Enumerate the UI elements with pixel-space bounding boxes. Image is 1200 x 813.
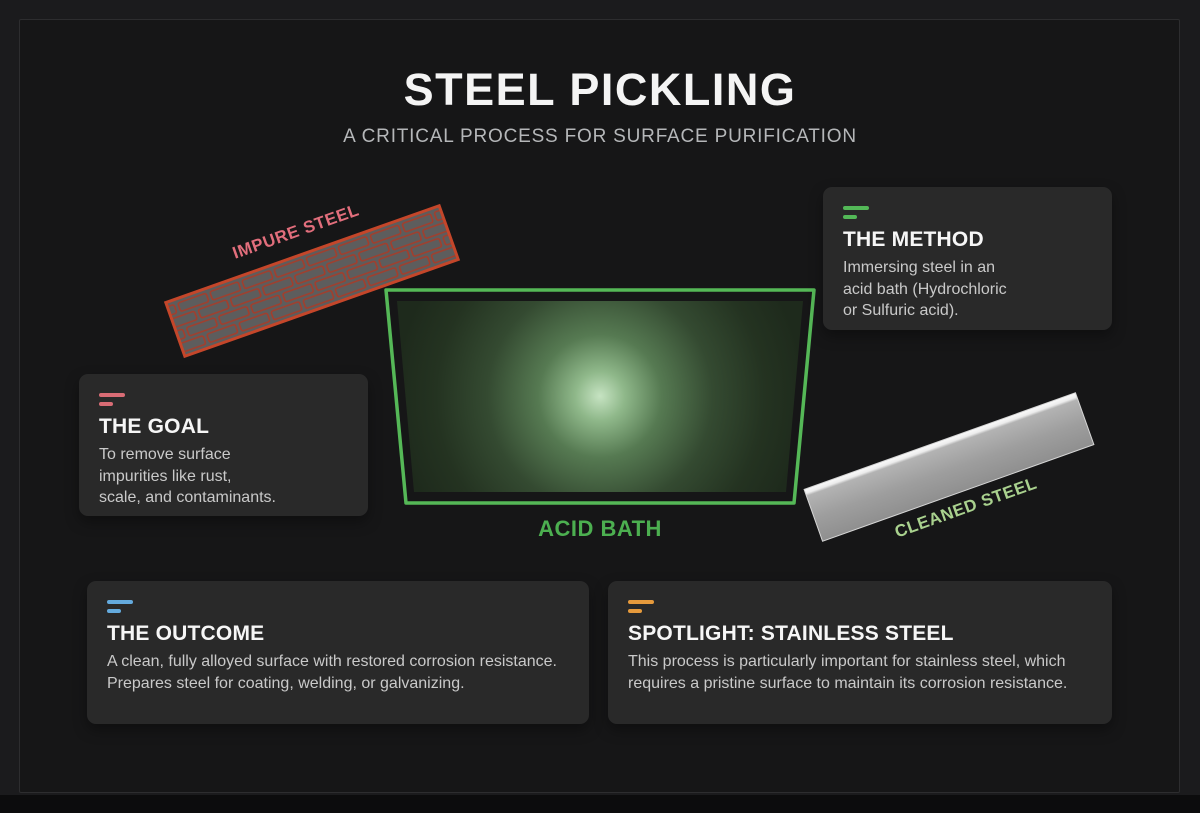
card-body-line: Immersing steel in an — [843, 259, 996, 276]
card-the-outcome: THE OUTCOME A clean, fully alloyed surfa… — [87, 581, 589, 724]
card-body-line: To remove surface — [99, 446, 231, 463]
card-body-line: This process is particularly important f… — [628, 653, 1066, 670]
acid-bath-label: ACID BATH — [538, 516, 662, 541]
bottom-strip — [0, 795, 1200, 813]
accent-lines-icon — [99, 393, 348, 406]
card-body-line: requires a pristine surface to maintain … — [628, 674, 1068, 692]
card-body-line: scale, and contaminants. — [99, 489, 276, 506]
accent-lines-icon — [843, 206, 1092, 219]
accent-lines-icon — [107, 600, 569, 613]
card-spotlight-stainless-steel: SPOTLIGHT: STAINLESS STEEL This process … — [608, 581, 1112, 724]
slide-title: STEEL PICKLING — [403, 64, 797, 115]
accent-lines-icon — [628, 600, 1092, 613]
card-body-line: Prepares steel for coating, welding, or … — [107, 674, 465, 692]
slide-subtitle: A CRITICAL PROCESS FOR SURFACE PURIFICAT… — [343, 126, 857, 147]
card-body-line: A clean, fully alloyed surface with rest… — [107, 653, 557, 670]
impure-steel-bar — [163, 203, 461, 359]
card-title: SPOTLIGHT: STAINLESS STEEL — [628, 622, 954, 645]
card-body-line: acid bath (Hydrochloric — [843, 280, 1007, 298]
card-body-line: or Sulfuric acid). — [843, 302, 959, 319]
card-title: THE GOAL — [99, 415, 210, 438]
card-the-method: THE METHOD Immersing steel in an acid ba… — [823, 187, 1112, 330]
acid-bath-tank — [384, 288, 816, 505]
card-the-goal: THE GOAL To remove surface impurities li… — [79, 374, 368, 516]
card-body-line: impurities like rust, — [99, 467, 232, 485]
card-title: THE METHOD — [843, 228, 984, 251]
cleaned-steel-bar — [803, 392, 1095, 542]
card-title: THE OUTCOME — [107, 622, 265, 645]
